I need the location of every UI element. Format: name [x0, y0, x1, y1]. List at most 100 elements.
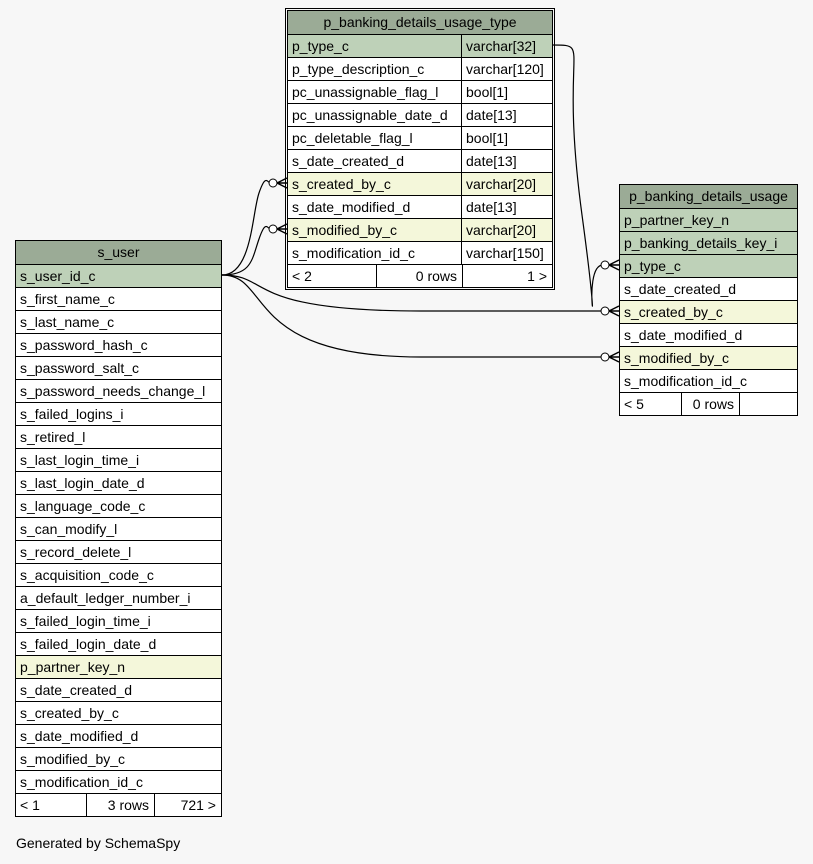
column-row[interactable]: s_language_code_c	[16, 495, 221, 518]
column-row[interactable]: s_created_by_c	[16, 702, 221, 725]
column-row[interactable]: s_last_login_time_i	[16, 449, 221, 472]
optional-circle-icon	[268, 224, 278, 234]
column-row[interactable]: s_modified_by_c	[16, 748, 221, 771]
column-row[interactable]: s_modified_by_c	[620, 347, 797, 370]
column-name: s_date_created_d	[20, 682, 133, 698]
column-name: s_last_name_c	[20, 314, 115, 330]
column-row[interactable]: s_failed_logins_i	[16, 403, 221, 426]
column-row[interactable]: s_modification_id_c	[16, 771, 221, 794]
table-suser[interactable]: s_user s_user_id_c s_first_name_c s_last_na…	[15, 240, 222, 817]
column-row[interactable]: s_failed_login_date_d	[16, 633, 221, 656]
column-name: s_modification_id_c	[20, 774, 143, 790]
column-row[interactable]: a_default_ledger_number_i	[16, 587, 221, 610]
column-row[interactable]: s_modification_id_c	[620, 370, 797, 393]
column-name: p_partner_key_n	[624, 212, 730, 228]
column-row[interactable]: s_first_name_c	[16, 288, 221, 311]
crows-foot-icon	[276, 177, 288, 189]
column-type: bool[1]	[461, 127, 552, 149]
column-row[interactable]: s_date_created_d date[13]	[288, 150, 552, 173]
table-title[interactable]: s_user	[16, 241, 221, 265]
column-type: varchar[32]	[461, 35, 552, 57]
table-pbdu[interactable]: p_banking_details_usage p_partner_key_n p_…	[619, 184, 798, 416]
column-name: s_modified_by_c	[624, 350, 730, 366]
column-row[interactable]: s_failed_login_time_i	[16, 610, 221, 633]
column-name: s_date_modified_d	[624, 327, 743, 343]
column-name: a_default_ledger_number_i	[20, 590, 191, 606]
relationship-line	[552, 44, 604, 307]
column-row[interactable]: s_created_by_c	[620, 301, 797, 324]
column-type: varchar[20]	[461, 173, 552, 195]
column-name: s_modification_id_c	[292, 245, 415, 261]
footer-children-count: < 1	[20, 797, 40, 813]
table-title[interactable]: p_banking_details_usage	[620, 185, 797, 209]
column-name: s_password_salt_c	[20, 360, 140, 376]
optional-circle-icon	[600, 260, 610, 270]
column-row[interactable]: s_last_name_c	[16, 311, 221, 334]
column-name: s_created_by_c	[20, 705, 119, 721]
column-name: s_first_name_c	[20, 291, 115, 307]
footer-children-count: < 2	[292, 268, 312, 284]
column-name: pc_unassignable_date_d	[292, 107, 448, 123]
column-row[interactable]: s_date_modified_d	[620, 324, 797, 347]
column-row[interactable]: s_created_by_c varchar[20]	[288, 173, 552, 196]
relationship-line	[221, 274, 603, 312]
column-name: s_password_hash_c	[20, 337, 148, 353]
column-name: s_created_by_c	[292, 176, 391, 192]
column-row[interactable]: s_date_created_d	[16, 679, 221, 702]
column-row[interactable]: s_user_id_c	[16, 265, 221, 288]
footer-children-count: < 5	[624, 396, 644, 412]
column-row[interactable]: s_password_hash_c	[16, 334, 221, 357]
column-name: s_user_id_c	[20, 268, 96, 284]
column-row[interactable]: s_can_modify_l	[16, 518, 221, 541]
footer-parent-count: 1 >	[462, 265, 552, 287]
column-row[interactable]: s_acquisition_code_c	[16, 564, 221, 587]
column-name: p_partner_key_n	[20, 659, 126, 675]
column-type: varchar[120]	[461, 58, 552, 80]
column-name: s_modified_by_c	[292, 222, 398, 238]
column-row[interactable]: pc_unassignable_flag_l bool[1]	[288, 81, 552, 104]
relationship-line	[221, 179, 272, 276]
column-name: s_last_login_time_i	[20, 452, 140, 468]
column-type: bool[1]	[461, 81, 552, 103]
column-row[interactable]: s_date_created_d	[620, 278, 797, 301]
column-name: s_failed_logins_i	[20, 406, 124, 422]
column-name: s_record_delete_l	[20, 544, 132, 560]
column-name: p_type_c	[624, 258, 681, 274]
column-row[interactable]: s_password_salt_c	[16, 357, 221, 380]
column-name: pc_unassignable_flag_l	[292, 84, 439, 100]
column-name: s_modified_by_c	[20, 751, 126, 767]
column-name: s_can_modify_l	[20, 521, 118, 537]
column-row[interactable]: s_retired_l	[16, 426, 221, 449]
column-name: s_date_modified_d	[20, 728, 139, 744]
column-name: s_date_created_d	[292, 153, 405, 169]
column-row[interactable]: s_date_modified_d	[16, 725, 221, 748]
column-type: date[13]	[461, 150, 552, 172]
column-row[interactable]: p_partner_key_n	[620, 209, 797, 232]
column-row[interactable]: s_record_delete_l	[16, 541, 221, 564]
optional-circle-icon	[600, 306, 610, 316]
column-row[interactable]: p_type_c	[620, 255, 797, 278]
column-row[interactable]: p_partner_key_n	[16, 656, 221, 679]
column-row[interactable]: p_banking_details_key_i	[620, 232, 797, 255]
optional-circle-icon	[600, 352, 610, 362]
table-title[interactable]: p_banking_details_usage_type	[288, 11, 552, 35]
column-row[interactable]: s_password_needs_change_l	[16, 380, 221, 403]
generated-by-note: Generated by SchemaSpy	[16, 835, 181, 851]
column-row[interactable]: s_last_login_date_d	[16, 472, 221, 495]
column-name: s_password_needs_change_l	[20, 383, 206, 399]
relationship-line	[221, 225, 272, 276]
column-name: s_date_modified_d	[292, 199, 411, 215]
